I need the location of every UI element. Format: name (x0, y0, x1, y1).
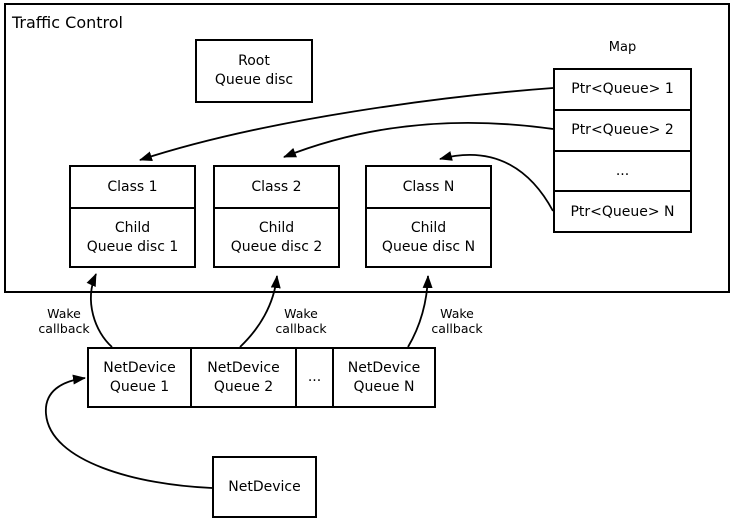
netdevice-queue-n: NetDevice Queue N (347, 359, 421, 395)
child-queue-disc-2-label: Child Queue disc 2 (230, 219, 323, 255)
class-n-stack: Class N Child Queue disc N (365, 165, 492, 268)
wake-callback-label-1: Wake callback (38, 306, 90, 336)
map-row-ptr-queue-n: Ptr<Queue> N (570, 203, 675, 220)
map-row-ptr-queue-1: Ptr<Queue> 1 (555, 70, 690, 111)
class-2-stack: Class 2 Child Queue disc 2 (213, 165, 340, 268)
class-1-label: Class 1 (71, 167, 194, 209)
child-queue-disc-1-label: Child Queue disc 1 (86, 219, 179, 255)
map-row-ptr-queue-2: Ptr<Queue> 2 (555, 111, 690, 152)
class-2-label: Class 2 (215, 167, 338, 209)
netdevice-label: NetDevice (228, 478, 301, 495)
map-row-ellipsis: ... (555, 152, 690, 193)
map-title: Map (608, 40, 637, 55)
root-queue-disc-label: Root Queue disc (214, 53, 294, 88)
netdevice-queue-row: NetDevice Queue 1 NetDevice Queue 2 ... … (87, 347, 436, 408)
root-queue-disc-box: Root Queue disc (195, 39, 313, 103)
wake-callback-label-2: Wake callback (275, 306, 327, 336)
child-queue-disc-n-label: Child Queue disc N (381, 219, 476, 255)
wake-callback-label-3: Wake callback (431, 306, 483, 336)
netdevice-box: NetDevice (212, 456, 317, 518)
class-n-label: Class N (367, 167, 490, 209)
traffic-control-title: Traffic Control (12, 13, 123, 32)
class-1-stack: Class 1 Child Queue disc 1 (69, 165, 196, 268)
netdevice-queue-ellipsis: ... (297, 349, 334, 406)
map-table: Ptr<Queue> 1 Ptr<Queue> 2 ... Ptr<Queue>… (553, 68, 692, 233)
netdevice-queue-2: NetDevice Queue 2 (192, 349, 297, 406)
netdevice-queue-1: NetDevice Queue 1 (89, 349, 192, 406)
